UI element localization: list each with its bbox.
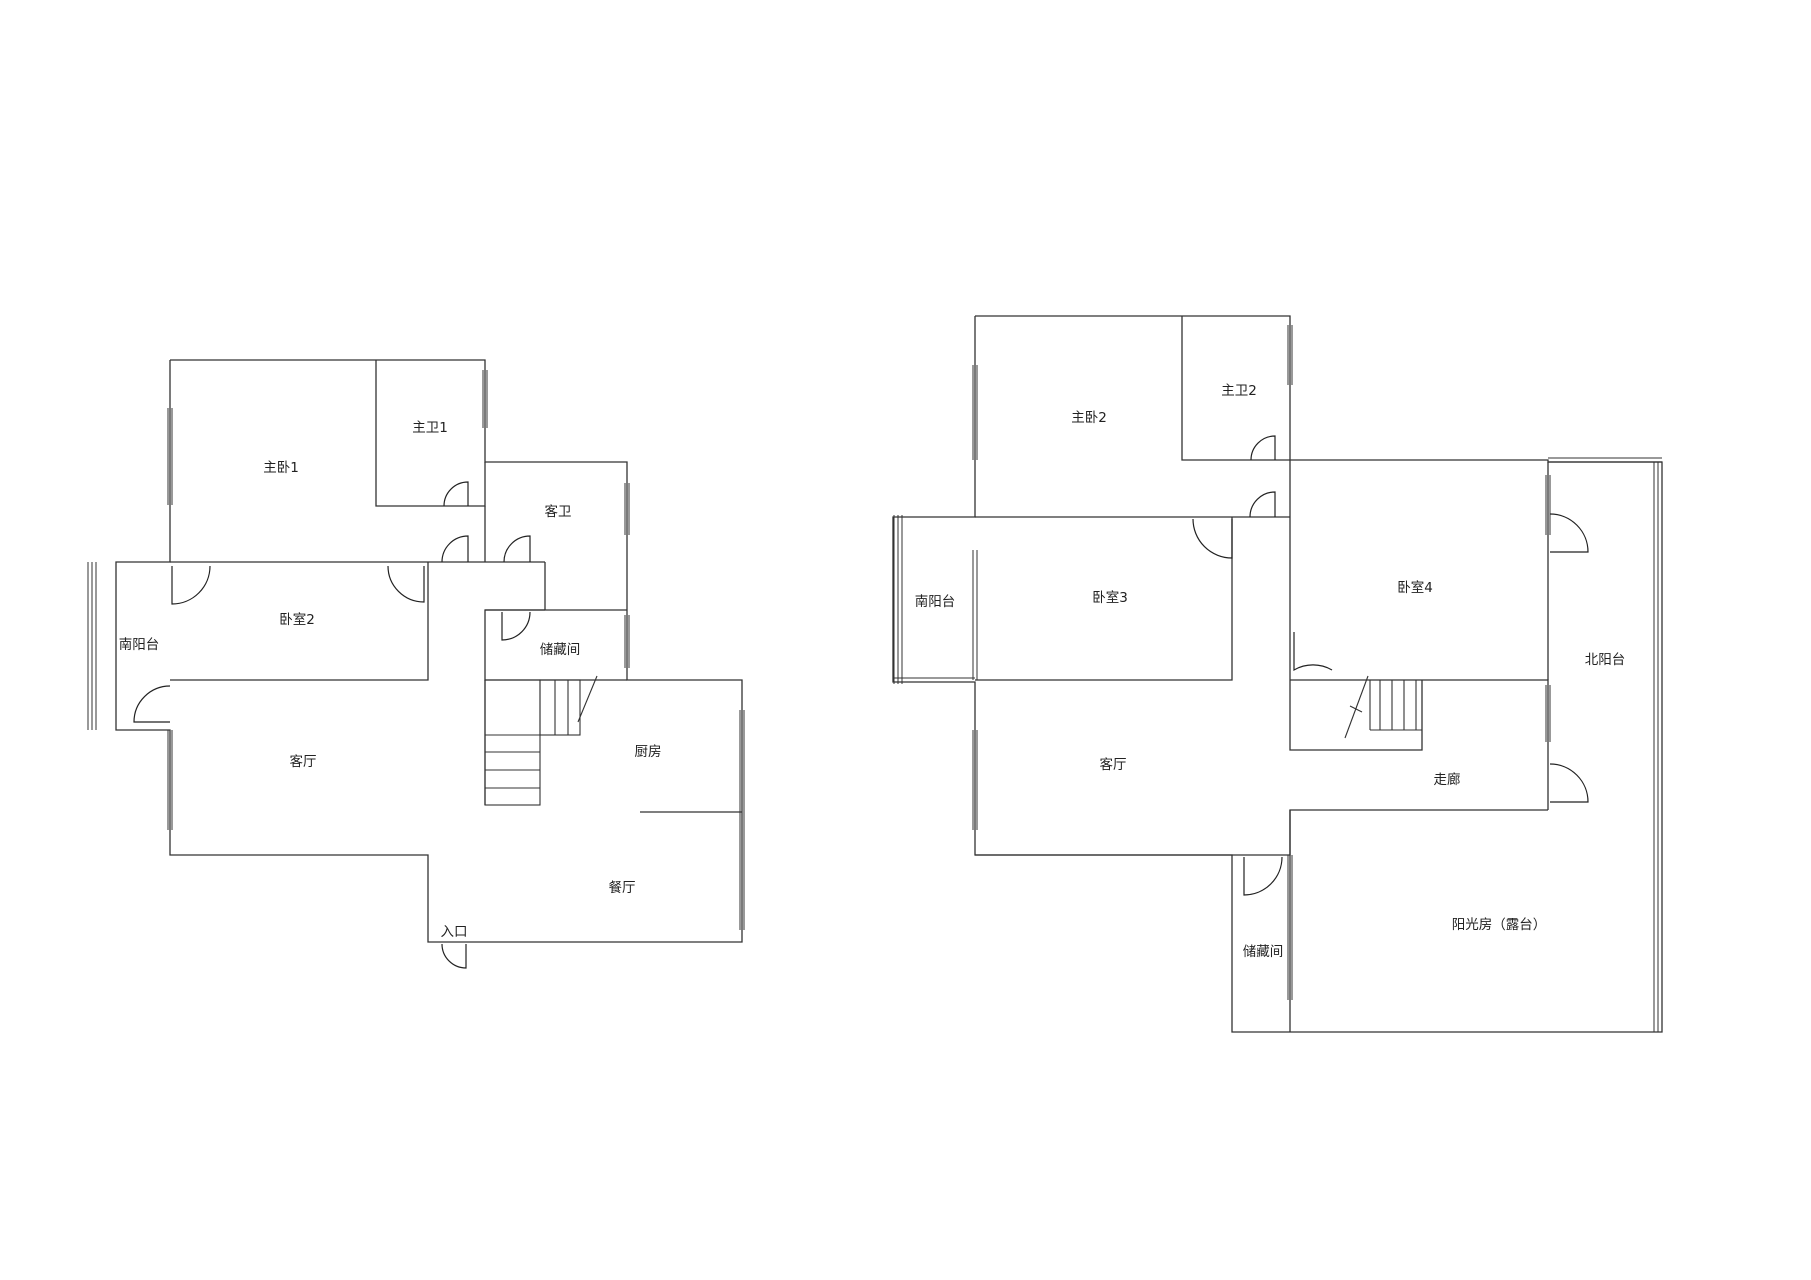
room-label: 南阳台 xyxy=(119,637,160,653)
room-label: 餐厅 xyxy=(609,880,636,896)
stairs-left xyxy=(484,675,598,806)
room-label: 南阳台 xyxy=(915,594,956,610)
doors-left xyxy=(133,481,531,969)
room-label: 卧室4 xyxy=(1397,579,1433,596)
room-label: 厨房 xyxy=(635,744,662,760)
room-label: 走廊 xyxy=(1434,771,1461,788)
room-label: 主卫1 xyxy=(412,420,448,436)
room-label: 阳光房（露台） xyxy=(1452,917,1547,933)
room-label: 卧室2 xyxy=(279,611,315,628)
room-labels-right: 主卧2 主卫2 南阳台 卧室3 卧室4 北阳台 客厅 走廊 储藏间 阳光房（露台… xyxy=(915,383,1626,960)
stairs-right xyxy=(1344,675,1422,739)
room-label: 客卫 xyxy=(545,503,572,520)
windows-right xyxy=(893,325,1662,1032)
room-label: 卧室3 xyxy=(1092,589,1128,606)
walls-right xyxy=(892,315,1663,1033)
room-label: 客厅 xyxy=(1100,756,1127,773)
room-label: 北阳台 xyxy=(1585,652,1626,668)
doors-right xyxy=(1192,435,1589,896)
windows-left xyxy=(87,370,745,930)
room-label: 储藏间 xyxy=(1243,944,1284,960)
room-label: 主卧1 xyxy=(263,460,299,476)
room-label: 入口 xyxy=(441,924,468,940)
room-label: 主卫2 xyxy=(1221,383,1257,399)
floor-plan-right: 主卧2 主卫2 南阳台 卧室3 卧室4 北阳台 客厅 走廊 储藏间 阳光房（露台… xyxy=(892,315,1663,1033)
walls-left xyxy=(115,359,743,943)
room-labels-left: 主卧1 主卫1 客卫 卧室2 南阳台 储藏间 客厅 厨房 餐厅 入口 xyxy=(119,420,662,940)
room-label: 储藏间 xyxy=(540,642,581,658)
room-label: 主卧2 xyxy=(1071,410,1107,426)
floor-plan-left: 主卧1 主卫1 客卫 卧室2 南阳台 储藏间 客厅 厨房 餐厅 入口 xyxy=(87,359,745,969)
room-label: 客厅 xyxy=(290,753,317,770)
